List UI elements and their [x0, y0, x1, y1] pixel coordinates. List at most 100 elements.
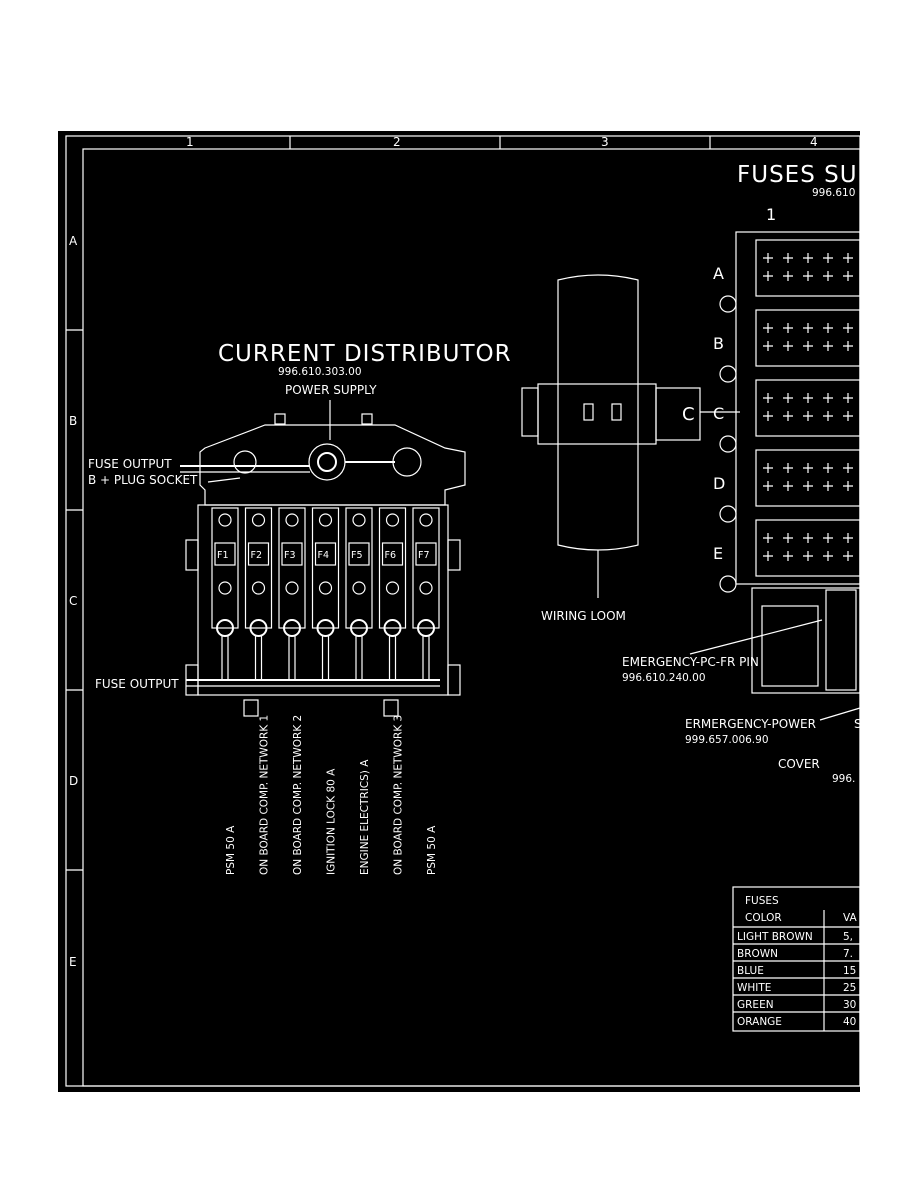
fuse-color-table: FUSES COLOR VA LIGHT BROWN 5, BROWN 7. BLUE 1…	[732, 886, 861, 1032]
supply-row-label: E	[713, 544, 724, 563]
circuit-label: PSM 50 A	[225, 825, 237, 875]
fuse-slots: F1 F2 F3 F4 F5 F6 F7	[211, 507, 440, 680]
fuses-supply-part-number: 996.610	[812, 187, 855, 199]
circuit-label: ON BOARD COMP. NETWORK 1	[259, 715, 271, 875]
row-label-c: C	[69, 594, 77, 608]
fuse-table-value: 7.	[843, 948, 853, 960]
fuse-table-color: WHITE	[737, 982, 771, 994]
column-label-1: 1	[186, 135, 194, 149]
circuit-label: ON BOARD COMP. NETWORK 3	[393, 715, 405, 875]
stud-center-nut	[317, 452, 337, 472]
cover-label: COVER	[778, 757, 820, 771]
wiring-loom-sleeve	[557, 274, 639, 551]
fuse-label: F2	[251, 550, 263, 561]
fuse-slot: F6	[378, 507, 407, 680]
emergency-power-label: ERMERGENCY-POWER	[685, 717, 816, 731]
row-labels: A B C D E	[69, 234, 78, 969]
wiring-loom: C WIRING LOOM	[521, 274, 740, 623]
supply-row: A	[713, 239, 861, 313]
wiring-loom-label: WIRING LOOM	[541, 609, 626, 623]
fuse-slot: F7	[412, 507, 440, 680]
supply-row: C	[713, 379, 861, 453]
mounting-tab-right	[361, 413, 373, 425]
fuses-supply-column-label: 1	[766, 205, 777, 224]
mounting-tab-left	[274, 413, 286, 425]
supply-row-label: D	[713, 474, 726, 493]
fuse-table-value: 5,	[843, 931, 853, 943]
supply-row-label: B	[713, 334, 725, 353]
fuse-table-header-fuses: FUSES	[745, 895, 779, 907]
fuse-table-color: GREEN	[737, 999, 774, 1011]
fuse-table-header-color: COLOR	[745, 912, 782, 924]
distributor-top-housing	[199, 424, 466, 506]
loom-connector-label: C	[682, 404, 696, 425]
fuse-table-row: WHITE 25	[733, 982, 860, 996]
fuse-table-row: GREEN 30	[733, 999, 860, 1013]
row-label-e: E	[69, 955, 77, 969]
emergency-pc-fr-pin-label: EMERGENCY-PC-FR PIN	[622, 655, 759, 669]
fuse-table-color: BROWN	[737, 948, 778, 960]
emergency-power-part: 999.657.006.90	[685, 734, 769, 746]
circuit-label: ENGINE ELECTRICS) A	[359, 759, 371, 875]
fuse-table-value: 30	[843, 999, 856, 1011]
circuit-label: IGNITION LOCK 80 A	[326, 768, 338, 875]
fuse-slot: F2	[244, 507, 273, 680]
supply-row: D	[713, 449, 861, 523]
column-labels: 1 2 3 4	[186, 135, 818, 149]
fuse-label: F1	[217, 550, 229, 561]
supply-row: E	[713, 519, 861, 593]
fuse-slot: F3	[278, 507, 306, 680]
emergency-module	[751, 587, 861, 694]
column-label-2: 2	[393, 135, 401, 149]
column-label-4: 4	[810, 135, 818, 149]
cover-part-number: 996.	[832, 773, 855, 785]
fuse-block-body	[197, 504, 449, 696]
fuse-label: F6	[385, 550, 397, 561]
drawing-background	[58, 131, 860, 1092]
power-supply-label: POWER SUPPLY	[285, 383, 377, 397]
supply-rows: A B C D E	[713, 239, 861, 593]
fuse-label: F7	[418, 550, 430, 561]
circuit-label: ON BOARD COMP. NETWORK 2	[292, 715, 304, 875]
plug-socket-label: B + PLUG SOCKET	[88, 473, 198, 487]
fuse-table-color: BLUE	[737, 965, 764, 977]
row-label-a: A	[69, 234, 78, 248]
fuse-label: F3	[284, 550, 296, 561]
fuses-supply: FUSES SU 996.610 1 A B C D E	[713, 162, 861, 694]
row-label-b: B	[69, 414, 77, 428]
fuse-slot: F4	[311, 507, 340, 680]
fuse-table-color: LIGHT BROWN	[737, 931, 813, 943]
emergency-power-suffix: S	[854, 717, 862, 731]
fuse-output-side-label: FUSE OUTPUT	[95, 677, 179, 691]
row-label-d: D	[69, 774, 78, 788]
fuse-table-color: ORANGE	[737, 1016, 782, 1028]
emergency-pc-fr-pin-part: 996.610.240.00	[622, 672, 706, 684]
fuse-table-row: BLUE 15	[733, 965, 860, 979]
fuse-label: F5	[351, 550, 363, 561]
current-distributor-part-number: 996.610.303.00	[278, 366, 362, 378]
fuse-label: F4	[318, 550, 330, 561]
fuse-table-value: 15	[843, 965, 856, 977]
fuse-table-row: LIGHT BROWN 5,	[733, 931, 860, 945]
fuse-output-top-label: FUSE OUTPUT	[88, 457, 172, 471]
fuse-table-value: 25	[843, 982, 856, 994]
fuses-supply-title: FUSES SU	[737, 162, 858, 188]
column-label-3: 3	[601, 135, 609, 149]
circuit-label: PSM 50 A	[426, 825, 438, 875]
current-distributor: CURRENT DISTRIBUTOR 996.610.303.00 POWER…	[88, 341, 512, 875]
fuse-table-row: BROWN 7.	[733, 948, 860, 962]
stud-left	[233, 450, 257, 474]
fuse-slot: F1	[211, 507, 239, 680]
fuse-table-header-value: VA	[843, 912, 858, 924]
fuse-table-row: ORANGE 40	[737, 1016, 856, 1028]
circuit-labels: PSM 50 A ON BOARD COMP. NETWORK 1 ON BOARD…	[225, 715, 438, 875]
supply-row-label: C	[713, 404, 725, 423]
fuse-table-value: 40	[843, 1016, 856, 1028]
supply-row-label: A	[713, 264, 725, 283]
current-distributor-title: CURRENT DISTRIBUTOR	[218, 341, 512, 367]
emergency-callouts: EMERGENCY-PC-FR PIN 996.610.240.00 ERMER…	[622, 619, 862, 785]
fuse-slot: F5	[345, 507, 373, 680]
supply-row: B	[713, 309, 861, 383]
